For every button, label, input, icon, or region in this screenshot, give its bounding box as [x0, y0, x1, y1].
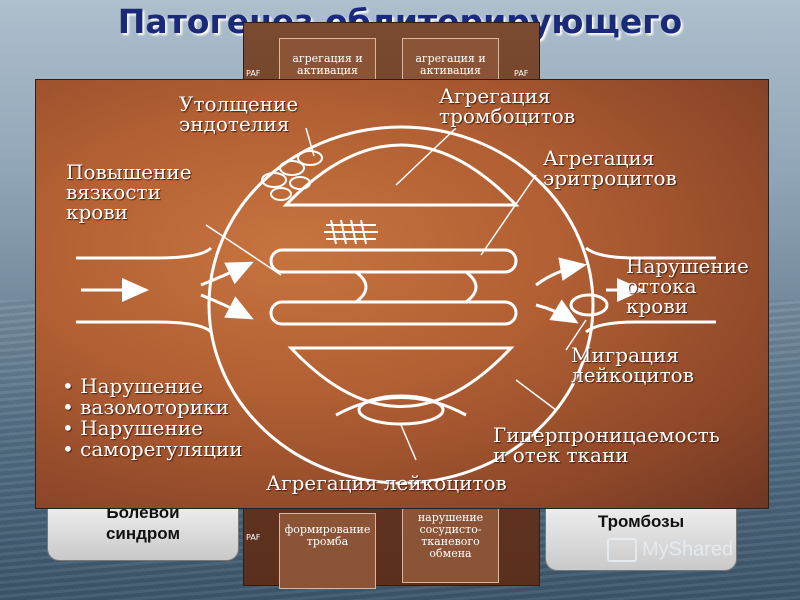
label-endothelium-line1: Утолщение — [179, 92, 299, 116]
inflow-arrow-down — [200, 293, 254, 320]
erythrocyte-bar-2 — [269, 300, 518, 326]
leukocyte-cell — [357, 394, 445, 426]
erythrocyte-bar-1 — [269, 248, 518, 274]
label-outflow-line3: крови — [626, 294, 688, 318]
label-viscosity-line2: вязкости — [66, 180, 161, 204]
watermark-logo: MyShared — [607, 538, 733, 562]
bullet-item-2: вазомоторики — [62, 397, 243, 418]
inlet-channel — [76, 246, 213, 334]
label-erythrocytes-line2: эритроцитов — [543, 166, 677, 190]
label-migration: Миграция лейкоцитов — [571, 345, 694, 385]
label-platelets-line2: тромбоцитов — [439, 104, 576, 128]
inflow-arrow-up — [200, 261, 254, 287]
label-outflow-line1: Нарушение — [626, 254, 749, 278]
label-viscosity: Повышение вязкости крови — [66, 162, 192, 222]
paf-top-right: PAF — [514, 69, 529, 78]
label-platelets: Агрегация тромбоцитов — [439, 86, 575, 126]
label-permeability-line2: и отек ткани — [493, 443, 629, 467]
scheme-bottom-right-line1: нарушение — [417, 511, 484, 524]
bullet-item-4: саморегуляции — [62, 439, 242, 460]
lower-dome — [287, 346, 515, 408]
label-endothelium: Утолщение эндотелия — [179, 94, 298, 134]
upper-dome — [282, 143, 520, 207]
scheme-top-right-line1: агрегация и — [415, 52, 486, 65]
outflow-arrow-down — [535, 299, 579, 324]
erythrocyte-link — [355, 270, 478, 304]
label-permeability-line1: Гиперпроницаемость — [493, 423, 720, 447]
bullet-item-3: Нарушение — [62, 418, 243, 439]
label-outflow-line2: оттока — [626, 274, 697, 298]
label-erythrocytes: Агрегация эритроцитов — [543, 148, 677, 188]
scheme-bottom-right: нарушение сосудисто- тканевого обмена — [402, 507, 499, 583]
platelet-cluster — [324, 219, 378, 245]
label-leukocytes: Агрегация лейкоцитов — [266, 471, 507, 495]
paf-bottom-left: PAF — [246, 533, 261, 542]
scheme-bottom-left-line1: формирование — [284, 523, 371, 536]
scheme-bottom-right-line2: сосудисто- — [419, 523, 482, 536]
bullet-list: Нарушение вазомоторики Нарушение саморег… — [62, 376, 243, 460]
scheme-top-left-line1: агрегация и — [292, 52, 363, 65]
scheme-bottom-right-line4: обмена — [429, 547, 472, 560]
label-endothelium-line2: эндотелия — [179, 112, 290, 136]
endothelium-cells — [261, 150, 323, 201]
scheme-bottom-left: формирование тромба — [279, 513, 376, 589]
logo-text: MyShared — [642, 538, 734, 561]
label-erythrocytes-line1: Агрегация — [543, 146, 655, 170]
label-migration-line1: Миграция — [571, 343, 679, 367]
outlet-channel — [585, 246, 716, 334]
label-platelets-line1: Агрегация — [439, 84, 551, 108]
label-outflow: Нарушение оттока крови — [626, 256, 749, 316]
label-permeability: Гиперпроницаемость и отек ткани — [493, 425, 720, 465]
scheme-top-right-line2: активация — [420, 64, 481, 77]
outflow-arrow-up — [535, 257, 587, 287]
scheme-bottom-left-line2: тромба — [306, 535, 349, 548]
presentation-icon — [607, 538, 637, 562]
pathogenesis-diagram: Утолщение эндотелия Агрегация тромбоцито… — [35, 79, 769, 509]
bullet-item-1: Нарушение — [62, 376, 243, 397]
label-viscosity-line3: крови — [66, 200, 128, 224]
vessel-wall — [207, 125, 595, 485]
leader-lines — [205, 127, 587, 461]
label-migration-line2: лейкоцитов — [571, 363, 694, 387]
scheme-top-left-line2: активация — [297, 64, 358, 77]
paf-top-left: PAF — [246, 69, 261, 78]
scheme-bottom-right-line3: тканевого — [421, 535, 480, 548]
pain-line-2: синдром — [105, 524, 181, 543]
vessel-diagram-svg — [76, 125, 716, 485]
migrating-cell — [569, 293, 609, 317]
label-viscosity-line1: Повышение — [66, 160, 192, 184]
